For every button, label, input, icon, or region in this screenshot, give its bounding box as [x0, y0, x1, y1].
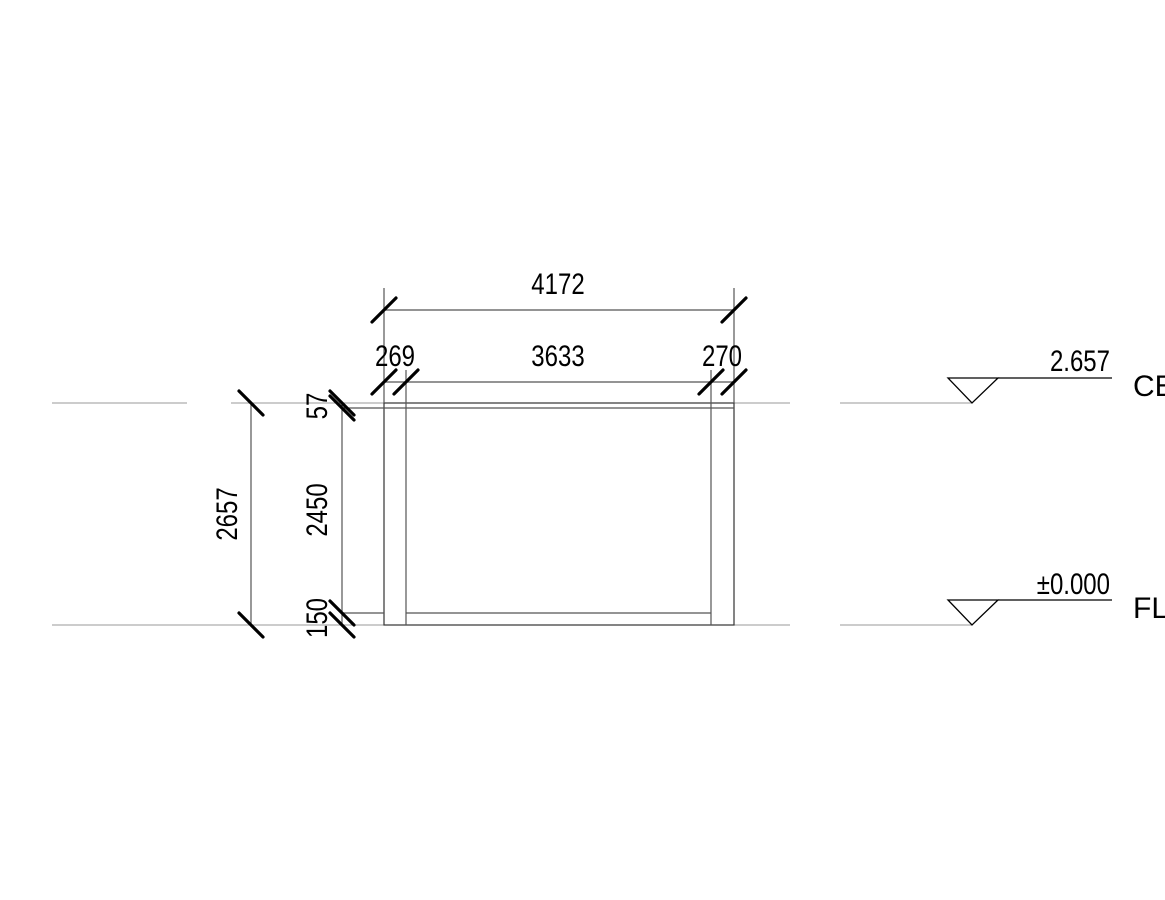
level-label-floor: FL	[1133, 592, 1165, 625]
dim-label-opening-height: 2450	[299, 483, 333, 536]
level-value-ceiling: 2.657	[1050, 343, 1110, 377]
dim-label-bottom-sill: 150	[299, 598, 333, 638]
dim-label-right-post: 270	[702, 338, 742, 372]
dim-label-overall-width: 4172	[531, 266, 584, 300]
level-value-floor: ±0.000	[1037, 566, 1110, 600]
dimension-total-height: 2657	[209, 389, 265, 639]
dim-label-left-post: 269	[375, 338, 415, 372]
door-frame	[383, 402, 735, 626]
dimension-chain-width: 269 3633 270	[370, 338, 748, 403]
level-triangle-icon	[946, 377, 1000, 404]
dim-label-total-height: 2657	[209, 487, 243, 540]
level-label-ceiling: CE	[1133, 370, 1165, 403]
dimension-chain-height: 57 2450 150	[299, 389, 384, 639]
level-triangle-icon	[946, 599, 1000, 626]
dim-label-top-beam: 57	[299, 393, 333, 420]
dimension-overall-width: 4172	[370, 266, 748, 403]
level-marker-ceiling: 2.657 CE	[946, 343, 1165, 404]
level-marker-floor: ±0.000 FL	[946, 566, 1165, 626]
dim-label-opening-width: 3633	[531, 338, 584, 372]
